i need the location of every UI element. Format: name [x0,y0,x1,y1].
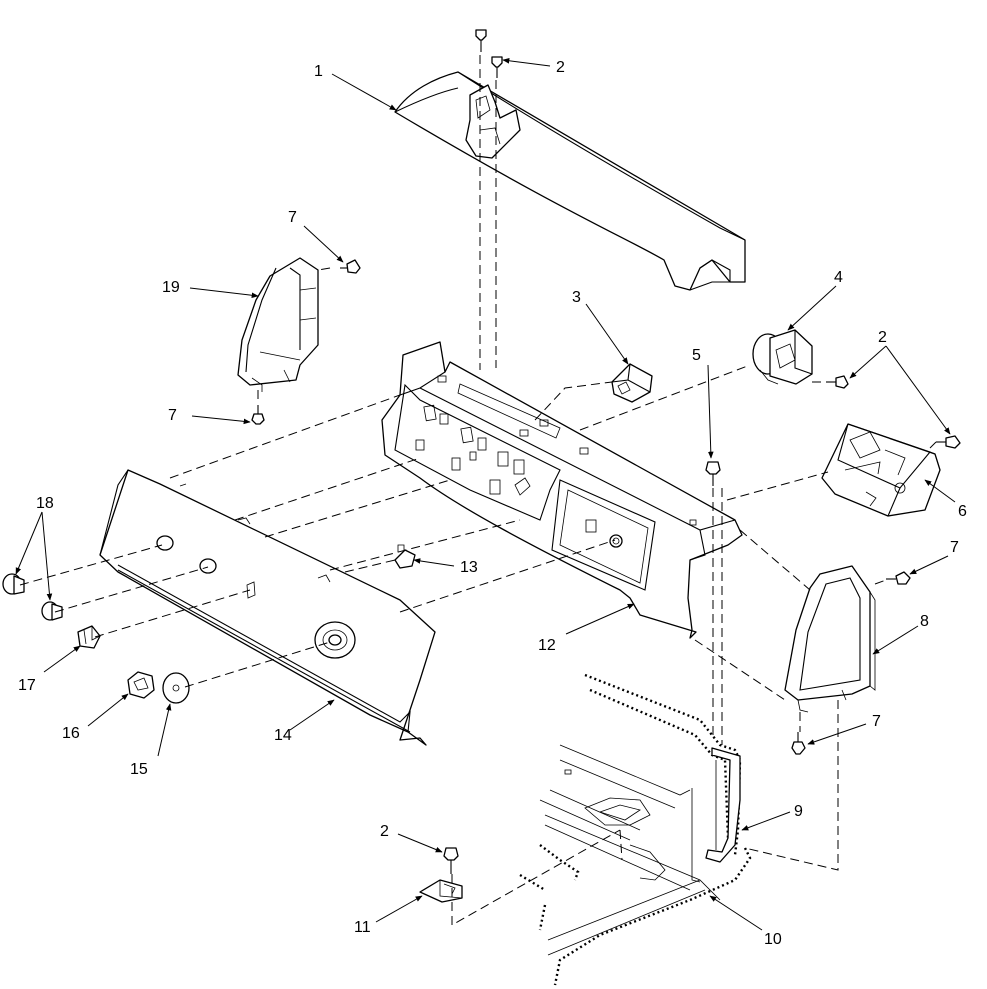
timer-part [821,423,941,517]
callout-2-clip: 2 [380,823,389,840]
screw-part [826,375,849,389]
selector-switch-part [611,363,653,403]
dial-disc-part [162,672,190,704]
callout-16: 16 [62,725,80,742]
callout-labels: 1 2 2 2 3 4 5 6 7 7 7 7 8 9 10 11 12 13 … [18,59,967,948]
callout-5: 5 [692,347,701,364]
bracket-part [705,747,741,863]
callout-10: 10 [764,931,782,948]
callout-7-top-right: 7 [950,539,959,556]
clip-part [419,879,463,903]
callout-15: 15 [130,761,148,778]
cabinet-top-part [519,673,752,986]
switch-part [77,625,101,649]
callout-11: 11 [354,919,371,936]
screw-part [443,847,459,874]
callout-2-top: 2 [556,59,565,76]
callout-19: 19 [162,279,180,296]
screw-part [475,29,503,78]
screw-part [705,461,721,486]
screw-part [251,259,361,425]
callout-2-switch: 2 [878,329,887,346]
right-end-cap-part [784,565,876,713]
control-panel-front-part [99,469,436,746]
callout-17: 17 [18,677,36,694]
callout-7-bottom-right: 7 [872,713,881,730]
alignment-lines [19,267,937,926]
callout-4: 4 [834,269,843,286]
top-trim-part [394,71,746,291]
callout-6: 6 [958,503,967,520]
callout-7-bottom-left: 7 [168,407,177,424]
callout-7-top-left: 7 [288,209,297,226]
callout-9: 9 [794,803,803,820]
callout-1: 1 [314,63,323,80]
control-panel-rear-part [381,341,743,639]
knob-part [127,671,155,699]
callout-3: 3 [572,289,581,306]
leader-lines [15,58,956,931]
callout-13: 13 [460,559,478,576]
knob-part [2,573,63,621]
callout-18: 18 [36,495,54,512]
screw-part [936,435,961,449]
callout-12: 12 [538,637,556,654]
callout-8: 8 [920,613,929,630]
callout-14: 14 [274,727,292,744]
switch-part [752,329,813,385]
screw-part [791,571,911,755]
left-end-cap-part [237,257,319,392]
